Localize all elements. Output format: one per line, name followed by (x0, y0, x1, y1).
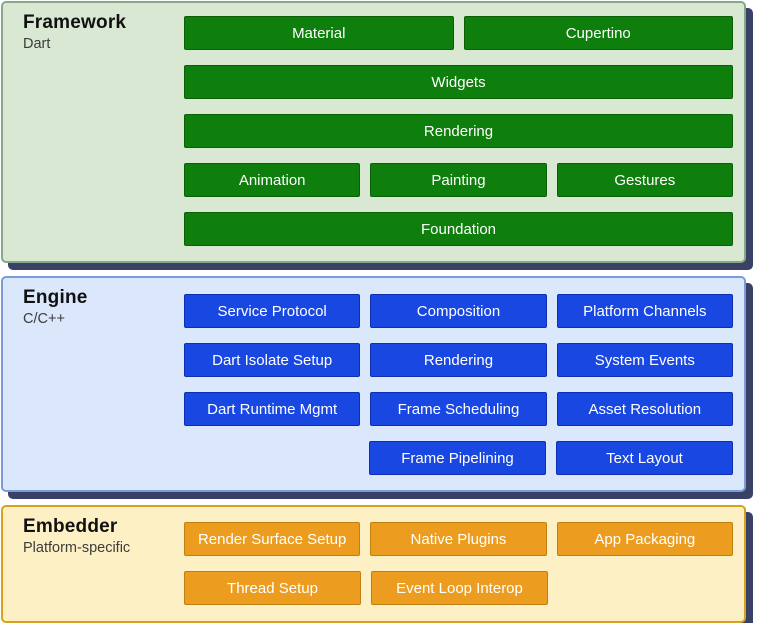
block-text-layout: Text Layout (556, 441, 733, 475)
block-native-plugins: Native Plugins (370, 522, 547, 556)
block-event-loop-interop: Event Loop Interop (371, 571, 548, 605)
block-row: Thread Setup Event Loop Interop (184, 571, 733, 605)
block-material: Material (184, 16, 454, 50)
block-row: Material Cupertino (184, 16, 733, 50)
block-render-surface-setup: Render Surface Setup (184, 522, 361, 556)
layer-subtitle: C/C++ (23, 310, 65, 327)
block-row: Rendering (184, 114, 733, 148)
layer-framework: Framework Dart Material Cupertino Widget… (1, 1, 746, 263)
block-row: Animation Painting Gestures (184, 163, 733, 197)
layer-title: Engine (23, 287, 88, 308)
layer-engine-blocks: Service Protocol Composition Platform Ch… (184, 278, 744, 490)
layer-embedder-label: Embedder Platform-specific (3, 507, 184, 621)
block-foundation: Foundation (184, 212, 733, 246)
block-frame-pipelining: Frame Pipelining (369, 441, 546, 475)
empty-cell (558, 571, 733, 605)
layer-framework-blocks: Material Cupertino Widgets Rendering Ani… (184, 3, 744, 261)
block-rendering-framework: Rendering (184, 114, 733, 148)
block-row: Foundation (184, 212, 733, 246)
layer-embedder: Embedder Platform-specific Render Surfac… (1, 505, 746, 623)
block-service-protocol: Service Protocol (184, 294, 361, 328)
block-app-packaging: App Packaging (556, 522, 733, 556)
layer-embedder-blocks: Render Surface Setup Native Plugins App … (184, 507, 744, 621)
block-dart-runtime-mgmt: Dart Runtime Mgmt (184, 392, 361, 426)
block-row: Service Protocol Composition Platform Ch… (184, 294, 733, 328)
block-row: Frame Pipelining Text Layout (184, 441, 733, 475)
block-platform-channels: Platform Channels (556, 294, 733, 328)
block-widgets: Widgets (184, 65, 733, 99)
block-composition: Composition (370, 294, 547, 328)
layer-framework-label: Framework Dart (3, 3, 184, 261)
block-frame-scheduling: Frame Scheduling (370, 392, 547, 426)
block-thread-setup: Thread Setup (184, 571, 361, 605)
empty-cell (184, 441, 359, 475)
layer-subtitle: Platform-specific (23, 539, 131, 556)
layer-engine: Engine C/C++ Service Protocol Compositio… (1, 276, 746, 492)
block-row: Dart Isolate Setup Rendering System Even… (184, 343, 733, 377)
block-painting: Painting (370, 163, 547, 197)
layer-title: Framework (23, 12, 127, 33)
block-cupertino: Cupertino (463, 16, 733, 50)
block-animation: Animation (184, 163, 361, 197)
layer-title: Embedder (23, 516, 118, 537)
layer-engine-label: Engine C/C++ (3, 278, 184, 490)
block-system-events: System Events (556, 343, 733, 377)
block-dart-isolate-setup: Dart Isolate Setup (184, 343, 361, 377)
block-row: Render Surface Setup Native Plugins App … (184, 522, 733, 556)
block-row: Widgets (184, 65, 733, 99)
block-rendering-engine: Rendering (370, 343, 547, 377)
block-gestures: Gestures (556, 163, 733, 197)
block-row: Dart Runtime Mgmt Frame Scheduling Asset… (184, 392, 733, 426)
layer-subtitle: Dart (23, 35, 51, 52)
block-asset-resolution: Asset Resolution (556, 392, 733, 426)
